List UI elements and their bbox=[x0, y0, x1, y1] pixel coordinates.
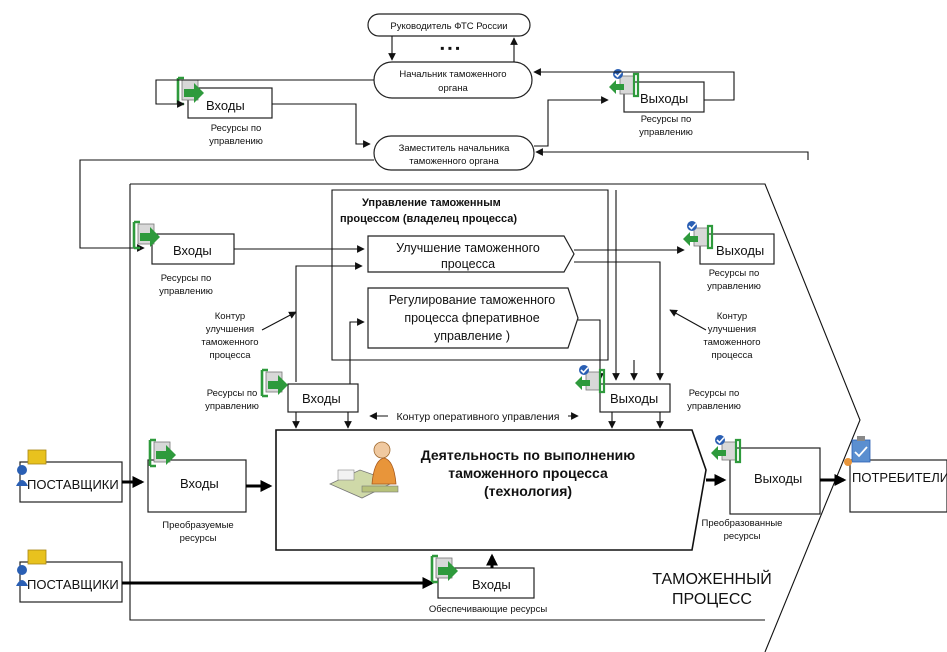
inner-left-regulate-loop bbox=[349, 318, 365, 386]
lower-outputs-box bbox=[599, 383, 671, 413]
supplier-person-icon bbox=[16, 549, 47, 586]
supporting-resources-label: Обеспечивающие ресурсы bbox=[429, 604, 548, 615]
inner-left-improve-loop bbox=[295, 262, 363, 382]
regulate-down-right bbox=[578, 319, 604, 381]
consumers-label: ПОТРЕБИТЕЛИ bbox=[852, 470, 947, 485]
management-block-outline bbox=[331, 189, 609, 361]
head-fts-label: Руководитель ФТС России bbox=[390, 21, 507, 32]
top-inputs-to-deputy bbox=[272, 103, 371, 148]
regulate-node bbox=[367, 287, 579, 349]
suppliers-box-1 bbox=[19, 461, 123, 503]
transform-outputs-label: Выходы bbox=[754, 471, 802, 486]
blue-check-doc-icon bbox=[681, 219, 714, 250]
improve-node bbox=[367, 235, 575, 273]
chief-to-top-inputs-loop bbox=[155, 79, 374, 108]
contour-improve-left-pointer bbox=[261, 311, 297, 331]
contour-improve-right-pointer bbox=[669, 309, 707, 331]
transform-outputs-box bbox=[729, 447, 821, 515]
worker-at-desk-icon bbox=[329, 441, 399, 499]
head-fts-node bbox=[367, 13, 531, 37]
lower-inputs-box bbox=[287, 383, 359, 413]
process-chevron-outline bbox=[129, 183, 861, 652]
hierarchy-dots: ▪ ▪ ▪ bbox=[440, 41, 459, 55]
support-inputs-label: Входы bbox=[472, 577, 511, 592]
operational-contour-label: Контур оперативного управления bbox=[397, 411, 560, 423]
suppliers-label-1: ПОСТАВЩИКИ bbox=[27, 477, 119, 492]
deputy-down-left-loop bbox=[79, 159, 374, 252]
blue-check-doc-icon bbox=[573, 363, 606, 394]
mid-outputs-label: Выходы bbox=[716, 243, 764, 258]
transform-inputs-label: Входы bbox=[180, 476, 219, 491]
deputy-feedback-right bbox=[535, 148, 809, 160]
top-inputs-label: Входы bbox=[206, 98, 245, 113]
operational-contour-label-bg bbox=[388, 410, 568, 422]
consumer-clipboard-icon bbox=[844, 436, 871, 466]
lower-inputs-label: Входы bbox=[302, 391, 341, 406]
blue-check-doc-icon bbox=[709, 433, 742, 464]
improve-down-right bbox=[574, 261, 664, 381]
mid-inputs-label: Входы bbox=[173, 243, 212, 258]
top-outputs-to-chief-loop bbox=[533, 68, 735, 101]
deputy-to-top-outputs bbox=[534, 96, 609, 147]
suppliers-label-2: ПОСТАВЩИКИ bbox=[27, 577, 119, 592]
deputy-node bbox=[373, 135, 535, 171]
blue-check-doc-icon bbox=[607, 67, 640, 98]
supplier-person-icon bbox=[16, 449, 47, 486]
top-outputs-label: Выходы bbox=[640, 91, 688, 106]
consumers-box bbox=[849, 459, 947, 513]
green-bracket-arrow-icon bbox=[260, 368, 290, 398]
lower-outputs-label: Выходы bbox=[610, 391, 658, 406]
